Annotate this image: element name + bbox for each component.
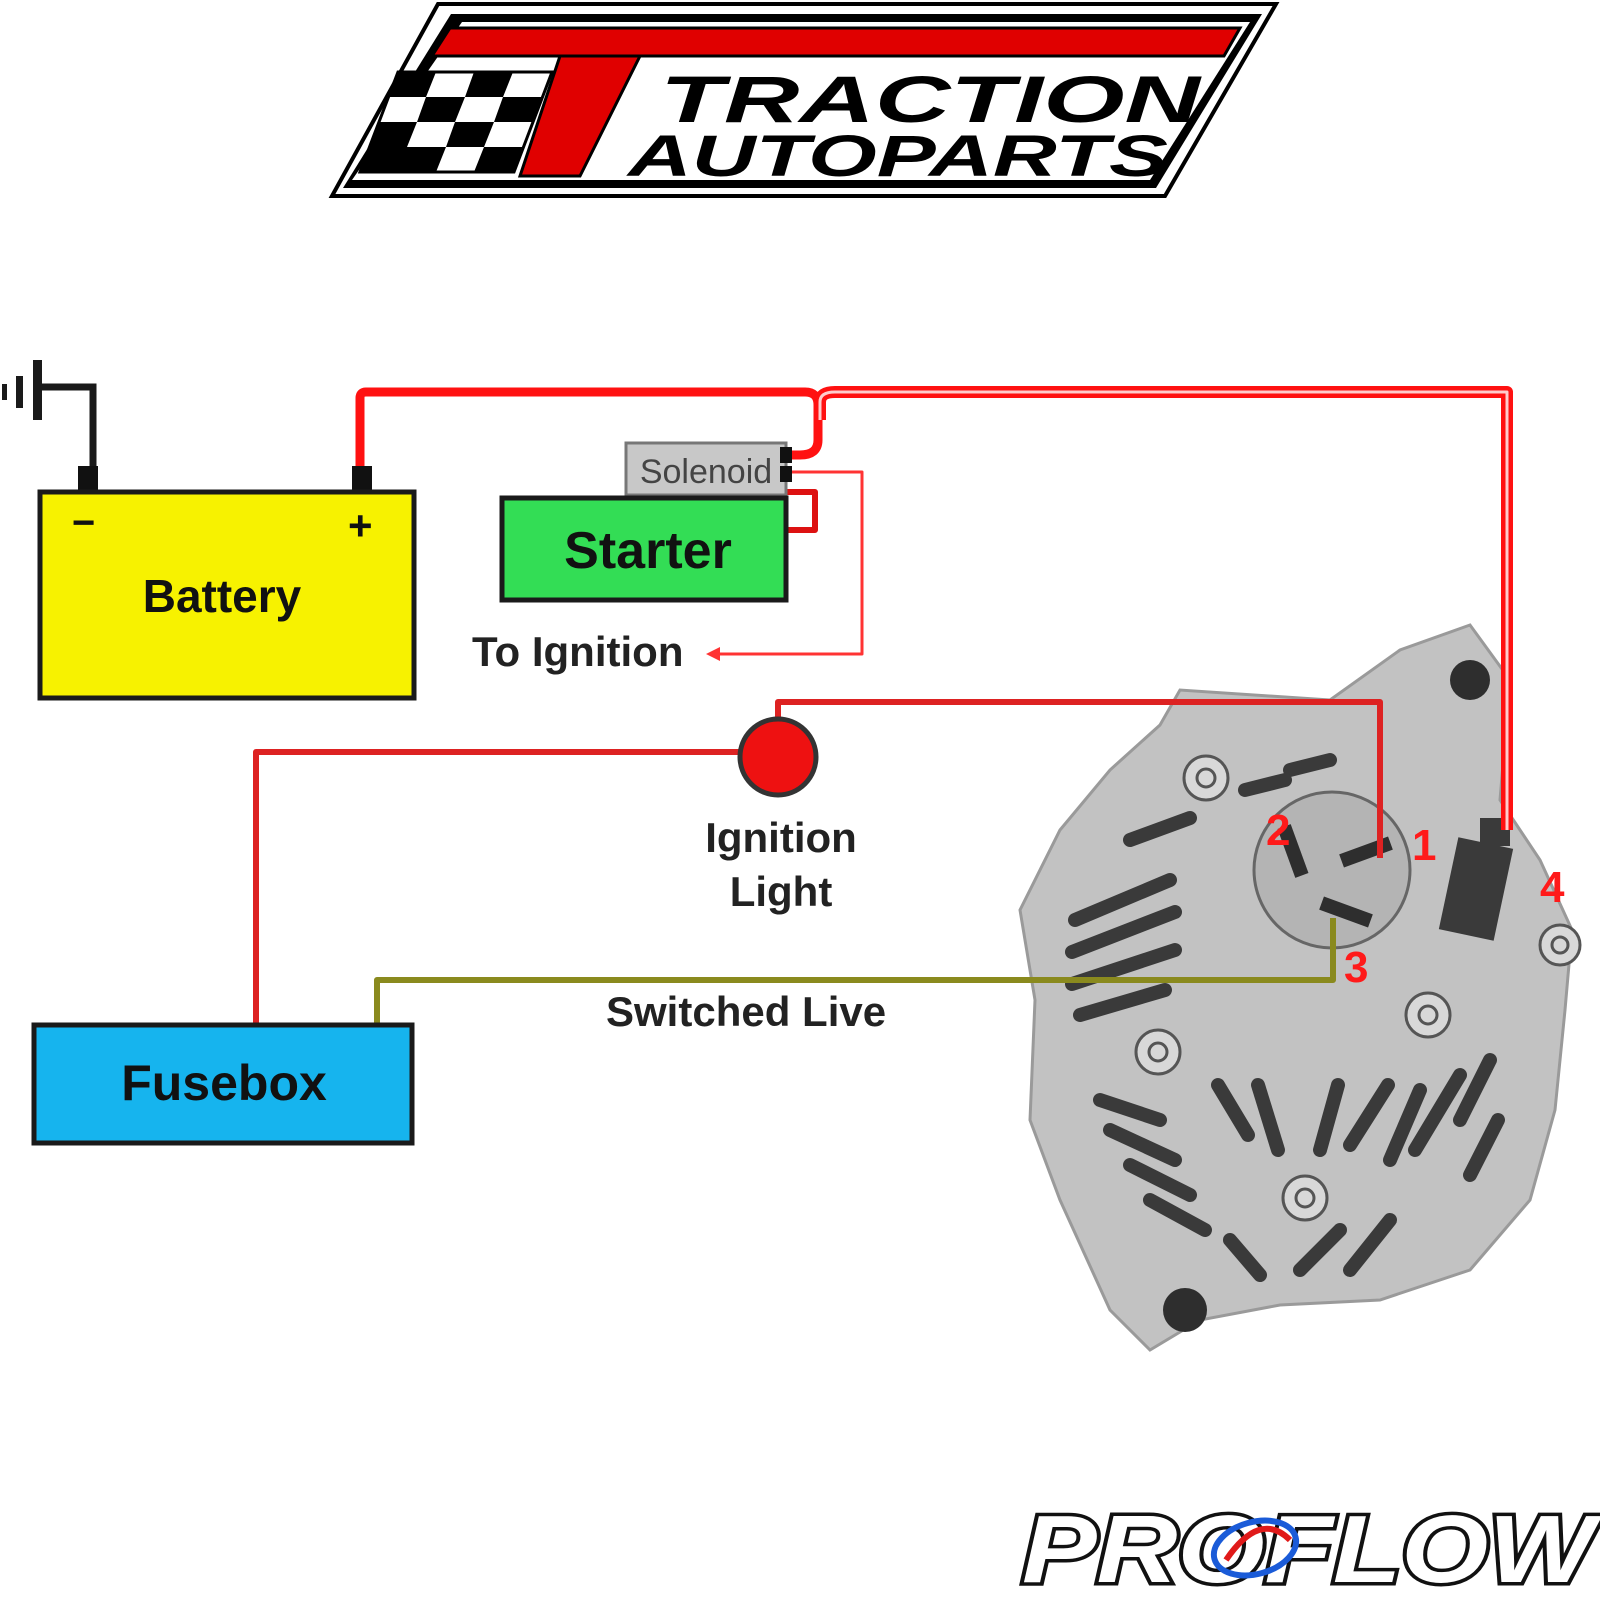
terminal-3-label: 3 <box>1344 943 1368 992</box>
proflow-swoosh <box>1210 1517 1300 1579</box>
fusebox: Fusebox <box>31 1022 415 1146</box>
alternator-body <box>1018 623 1574 1352</box>
ignition-light-label-line1: Ignition <box>705 814 857 861</box>
fusebox-label: Fusebox <box>121 1055 327 1111</box>
battery-label: Battery <box>143 570 302 622</box>
wire-fusebox-to-light <box>253 749 748 1025</box>
battery-negative-post <box>78 466 98 492</box>
b-plus-terminal <box>1438 818 1514 941</box>
solenoid: Solenoid <box>624 441 792 497</box>
to-ignition-label: To Ignition <box>472 628 683 675</box>
checkered-flag-icon <box>357 70 555 174</box>
wire-to-ignition <box>718 470 864 656</box>
battery-neg-sign: − <box>72 501 95 545</box>
battery-body <box>37 489 417 701</box>
mount-hole-top <box>1450 660 1490 700</box>
bolt-icon <box>1134 1028 1182 1076</box>
terminal-1-label: 1 <box>1412 821 1436 870</box>
ignition-light: Ignition Light <box>705 716 857 915</box>
traction-autoparts-logo: TRACTION AUTOPARTS <box>328 1 1280 198</box>
alternator <box>1018 623 1582 1352</box>
bolt-icon <box>1404 991 1452 1039</box>
proflow-logo: PROFLOW <box>1019 1493 1600 1600</box>
wires <box>253 386 1513 1025</box>
ground-icon <box>2 360 97 470</box>
terminal-2-label: 2 <box>1266 806 1290 855</box>
mount-hole-bottom <box>1163 1288 1207 1332</box>
wire-switched-live <box>374 918 1336 1025</box>
bolt-icon <box>1281 1174 1329 1222</box>
red-t-mark <box>429 26 1243 178</box>
lamp-icon <box>737 716 819 798</box>
wire-battery-positive <box>355 387 823 470</box>
starter: Starter <box>499 495 789 603</box>
battery: − + Battery <box>37 466 417 701</box>
battery-positive-post <box>352 466 372 492</box>
bolt-icon <box>1182 754 1230 802</box>
logo-word-autoparts: AUTOPARTS <box>625 124 1169 189</box>
starter-label: Starter <box>564 522 732 580</box>
wire-solenoid-starter <box>786 489 818 533</box>
logo-word-traction: TRACTION <box>660 62 1202 136</box>
solenoid-label: Solenoid <box>640 453 772 491</box>
arrow-left-icon <box>706 647 720 661</box>
proflow-logo-text: PROFLOW <box>1022 1496 1600 1600</box>
wire-light-to-terminal-1 <box>775 699 1383 858</box>
switched-live-label: Switched Live <box>606 988 886 1035</box>
ignition-light-label-line2: Light <box>730 868 833 915</box>
terminal-4-label: 4 <box>1540 863 1565 912</box>
battery-pos-sign: + <box>348 502 373 549</box>
bolt-icon <box>1538 923 1582 967</box>
